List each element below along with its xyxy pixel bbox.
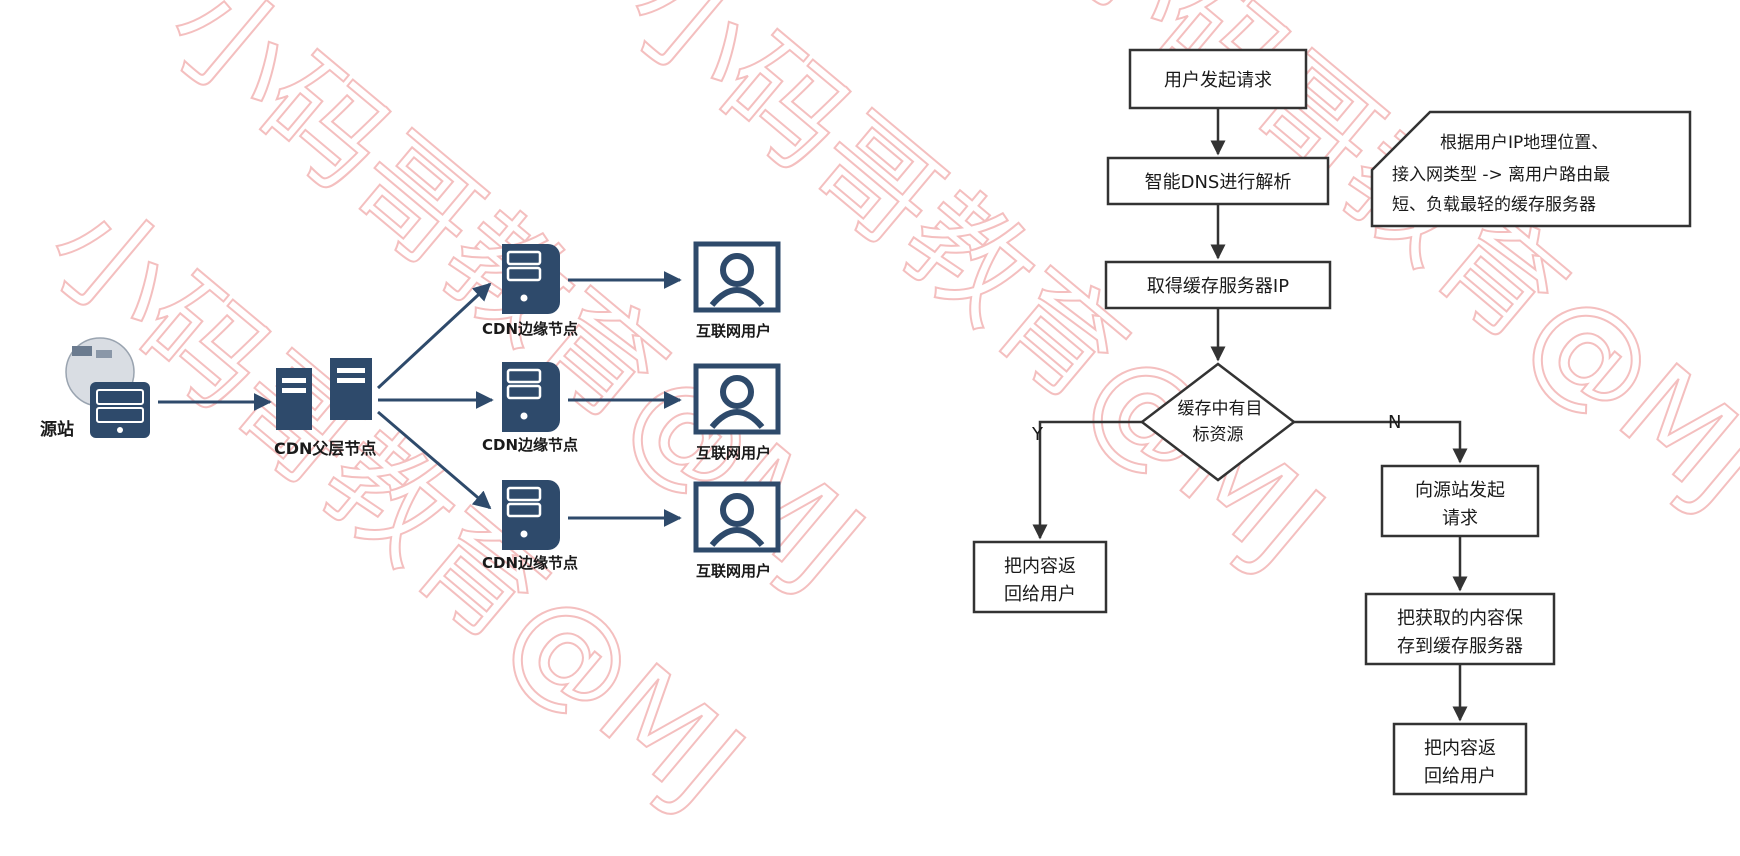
edge-label: CDN边缘节点 <box>482 554 578 572</box>
origin-node: 源站 <box>40 337 150 440</box>
server-icon <box>502 244 560 314</box>
flow-note-line3: 短、负载最轻的缓存服务器 <box>1392 195 1596 215</box>
server-icon <box>502 362 560 432</box>
edge-parent-to-edge-3 <box>377 410 492 510</box>
flow-no-request-origin-line1: 向源站发起 <box>1415 480 1505 501</box>
arrow-decision-no <box>1294 420 1468 464</box>
flow-no-request-origin-line2: 请求 <box>1442 508 1478 529</box>
edge-label: CDN边缘节点 <box>482 436 578 454</box>
edge-row-3: CDN边缘节点 互联网用户 <box>482 480 781 580</box>
flow-yes-return-line1: 把内容返 <box>1004 556 1076 577</box>
user-label: 互联网用户 <box>696 562 771 580</box>
dual-server-icon <box>276 358 372 430</box>
flow-no-save-cache-line2: 存到缓存服务器 <box>1397 636 1523 657</box>
flow-yes-label: Y <box>1031 424 1044 445</box>
user-label: 互联网用户 <box>696 444 771 462</box>
flow-yes-return-line2: 回给用户 <box>1004 584 1076 605</box>
flow-no-save-cache-line1: 把获取的内容保 <box>1397 608 1523 629</box>
flow-step-get-ip <box>1104 260 1332 310</box>
flow-note-line1: 根据用户IP地理位置、 <box>1440 133 1608 153</box>
flow-step-dns <box>1106 156 1330 206</box>
edge-label: CDN边缘节点 <box>482 320 578 338</box>
flow-decision-cache-hit <box>1139 362 1297 482</box>
flow-yes-return-content <box>972 540 1108 614</box>
flow-no-save-cache <box>1364 592 1556 666</box>
flow-step-request-label: 用户发起请求 <box>1164 70 1272 91</box>
flow-note-line2: 接入网类型 -> 离用户路由最 <box>1392 165 1610 185</box>
edge-parent-to-edge-1 <box>376 282 492 390</box>
flow-no-return-line2: 回给用户 <box>1424 766 1496 787</box>
origin-label: 源站 <box>40 419 74 440</box>
flow-no-return-line1: 把内容返 <box>1424 738 1496 759</box>
user-avatar-icon <box>693 363 781 435</box>
server-with-globe-icon <box>65 337 150 438</box>
flow-decision-label-line1: 缓存中有目 <box>1178 399 1263 419</box>
flow-note <box>1370 110 1692 228</box>
flow-step-dns-label: 智能DNS进行解析 <box>1145 172 1292 193</box>
flow-no-return-content <box>1392 722 1528 796</box>
flow-decision-label-line2: 标资源 <box>1193 425 1244 445</box>
edge-row-2: CDN边缘节点 互联网用户 <box>482 362 781 462</box>
server-icon <box>502 480 560 550</box>
flowchart: 用户发起请求 智能DNS进行解析 取得缓存服务器IP 缓存中有目 标资源 Y 把… <box>972 48 1692 796</box>
user-label: 互联网用户 <box>696 322 771 340</box>
edge-row-1: CDN边缘节点 互联网用户 <box>482 241 781 340</box>
cdn-topology: 源站 CDN父层节点 <box>40 241 781 580</box>
parent-label: CDN父层节点 <box>274 439 376 458</box>
flow-step-get-ip-label: 取得缓存服务器IP <box>1147 276 1289 297</box>
user-avatar-icon <box>693 481 781 553</box>
user-avatar-icon <box>693 241 781 313</box>
arrow-decision-yes <box>1032 420 1142 540</box>
flow-step-request <box>1128 48 1308 110</box>
flow-no-label: N <box>1388 412 1401 433</box>
parent-node: CDN父层节点 <box>274 358 376 458</box>
